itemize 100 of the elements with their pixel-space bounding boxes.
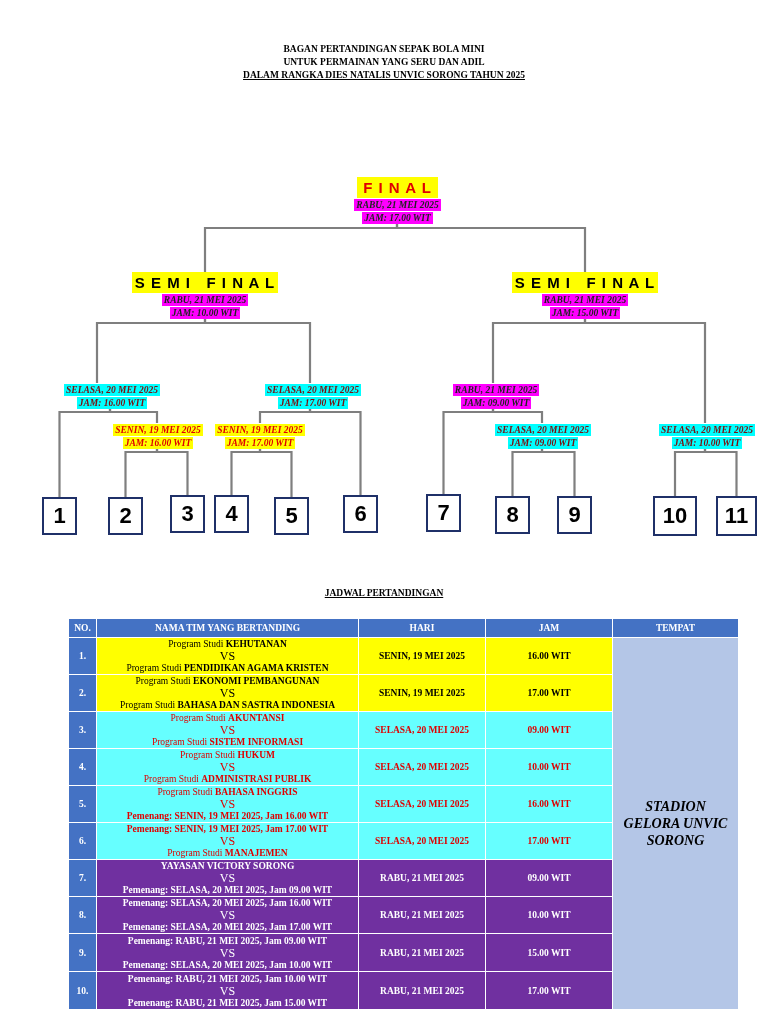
match-date-label: JAM: 16.00 WIT xyxy=(122,437,194,449)
round-title: S E M I F I N A L xyxy=(511,272,659,293)
team-name-text: Program Studi ADMINISTRASI PUBLIK xyxy=(142,773,313,785)
column-header: HARI xyxy=(358,618,486,638)
bracket-line xyxy=(703,449,738,496)
match-date-label: SELASA, 20 MEI 2025 xyxy=(495,424,591,436)
team-name-text: Program Studi MANAJEMEN xyxy=(166,847,289,859)
match-date-label: JAM: 09.00 WIT xyxy=(460,397,532,409)
bracket-line xyxy=(203,319,312,383)
row-number: 5. xyxy=(68,785,97,823)
team-name-text: YAYASAN VICTORY SORONG xyxy=(159,860,296,872)
team-number-box: 9 xyxy=(557,496,592,534)
match-time: 17.00 WIT xyxy=(485,822,613,860)
team-name-text: Program Studi BAHASA INGGRIS xyxy=(156,786,299,798)
match-time: 16.00 WIT xyxy=(485,785,613,823)
match-date-label: SELASA, 20 MEI 2025 xyxy=(659,424,755,436)
bracket-line xyxy=(203,224,399,272)
versus-text: VS xyxy=(218,724,237,736)
team-name-text: Pemenang: RABU, 21 MEI 2025, Jam 10.00 WIT xyxy=(126,972,329,985)
team-number-box: 2 xyxy=(108,497,143,535)
venue-name: STADION GELORA UNVIC SORONG xyxy=(622,798,729,849)
match-date: RABU, 21 MEI 2025 xyxy=(358,971,486,1010)
match-time: 17.00 WIT xyxy=(485,674,613,712)
match-time: 09.00 WIT xyxy=(485,859,613,897)
match-date: SELASA, 20 MEI 2025 xyxy=(358,822,486,860)
team-name-text: Program Studi SISTEM INFORMASI xyxy=(150,736,305,748)
row-number: 7. xyxy=(68,859,97,897)
versus-text: VS xyxy=(218,984,237,997)
team-number-box: 5 xyxy=(274,497,309,535)
team-name-text: Pemenang: SELASA, 20 MEI 2025, Jam 17.00 WIT xyxy=(121,921,334,933)
match-date-label: RABU, 21 MEI 2025 xyxy=(541,294,629,306)
match-date-label: JAM: 09.00 WIT xyxy=(507,437,579,449)
match-time: 09.00 WIT xyxy=(485,711,613,749)
schedule-heading: JADWAL PERTANDINGAN xyxy=(324,588,444,598)
row-number: 3. xyxy=(68,711,97,749)
team-name-text: Program Studi PENDIDIKAN AGAMA KRISTEN xyxy=(125,662,330,674)
bracket-line xyxy=(511,449,544,496)
row-number: 8. xyxy=(68,896,97,934)
team-name-text: Pemenang: RABU, 21 MEI 2025, Jam 09.00 WIT xyxy=(126,934,329,947)
team-number-box: 8 xyxy=(495,496,530,534)
team-name-text: Program Studi EKONOMI PEMBANGUNAN xyxy=(134,675,321,687)
match-time: 16.00 WIT xyxy=(485,637,613,675)
bracket-line xyxy=(540,449,576,496)
versus-text: VS xyxy=(218,835,237,847)
match-date-label: JAM: 10.00 WIT xyxy=(671,437,743,449)
team-number-box: 1 xyxy=(42,497,77,535)
bracket-line xyxy=(124,449,159,497)
heading-text: BAGAN PERTANDINGAN SEPAK BOLA MINI xyxy=(283,44,485,54)
versus-text: VS xyxy=(218,798,237,810)
column-header: NO. xyxy=(68,618,97,638)
match-date-label: RABU, 21 MEI 2025 xyxy=(161,294,249,306)
row-number: 9. xyxy=(68,933,97,972)
team-name-text: Program Studi HUKUM xyxy=(179,749,276,761)
team-number-box: 3 xyxy=(170,495,205,533)
team-name-text: Program Studi KEHUTANAN xyxy=(167,638,288,650)
bracket-line xyxy=(258,449,293,497)
match-date: SELASA, 20 MEI 2025 xyxy=(358,785,486,823)
versus-text: VS xyxy=(218,650,237,662)
heading-text: UNTUK PERMAINAN YANG SERU DAN ADIL xyxy=(283,57,485,67)
team-number-box: 4 xyxy=(214,495,249,533)
bracket-line xyxy=(230,449,262,495)
round-title: S E M I F I N A L xyxy=(131,272,279,293)
bracket-line xyxy=(308,409,362,495)
match-date-label: JAM: 17.00 WIT xyxy=(224,437,296,449)
bracket-line xyxy=(395,224,587,272)
bracket-line xyxy=(108,409,159,423)
row-number: 1. xyxy=(68,637,97,675)
match-time: 17.00 WIT xyxy=(485,971,613,1010)
team-name-text: Pemenang: SELASA, 20 MEI 2025, Jam 09.00 WIT xyxy=(121,884,334,896)
team-name-text: Program Studi AKUNTANSI xyxy=(169,712,286,724)
bracket-line xyxy=(258,409,312,423)
match-date-label: RABU, 21 MEI 2025 xyxy=(354,199,441,211)
match-date-label: JAM: 17.00 WIT xyxy=(277,397,349,409)
bracket-line xyxy=(673,449,707,496)
bracket-line xyxy=(95,319,207,383)
team-name-text: Pemenang: SELASA, 20 MEI 2025, Jam 10.00 WIT xyxy=(121,958,334,971)
row-number: 2. xyxy=(68,674,97,712)
match-date: SENIN, 19 MEI 2025 xyxy=(358,637,486,675)
match-date-label: SENIN, 19 MEI 2025 xyxy=(113,424,203,436)
team-number-box: 6 xyxy=(343,495,378,533)
versus-text: VS xyxy=(218,761,237,773)
row-number: 10. xyxy=(68,971,97,1010)
heading-text: DALAM RANGKA DIES NATALIS UNVIC SORONG TAHUN 2025 xyxy=(243,70,525,80)
bracket-line xyxy=(58,409,112,497)
bracket-line xyxy=(583,319,707,423)
column-header: JAM xyxy=(485,618,613,638)
row-number: 4. xyxy=(68,748,97,786)
match-date-label: RABU, 21 MEI 2025 xyxy=(452,384,540,396)
bracket-line xyxy=(491,409,544,423)
row-number: 6. xyxy=(68,822,97,860)
round-title: F I N A L xyxy=(357,177,438,198)
match-date: SENIN, 19 MEI 2025 xyxy=(358,674,486,712)
match-date: RABU, 21 MEI 2025 xyxy=(358,859,486,897)
match-date-label: JAM: 10.00 WIT xyxy=(169,307,241,319)
team-name-text: Program Studi BAHASA DAN SASTRA INDONESIA xyxy=(118,699,337,711)
team-number-box: 7 xyxy=(426,494,461,532)
match-date: SELASA, 20 MEI 2025 xyxy=(358,711,486,749)
match-date-label: JAM: 17.00 WIT xyxy=(362,212,433,224)
team-name-text: Pemenang: SENIN, 19 MEI 2025, Jam 16.00 WIT xyxy=(125,810,330,822)
column-header: NAMA TIM YANG BERTANDING xyxy=(96,618,359,638)
